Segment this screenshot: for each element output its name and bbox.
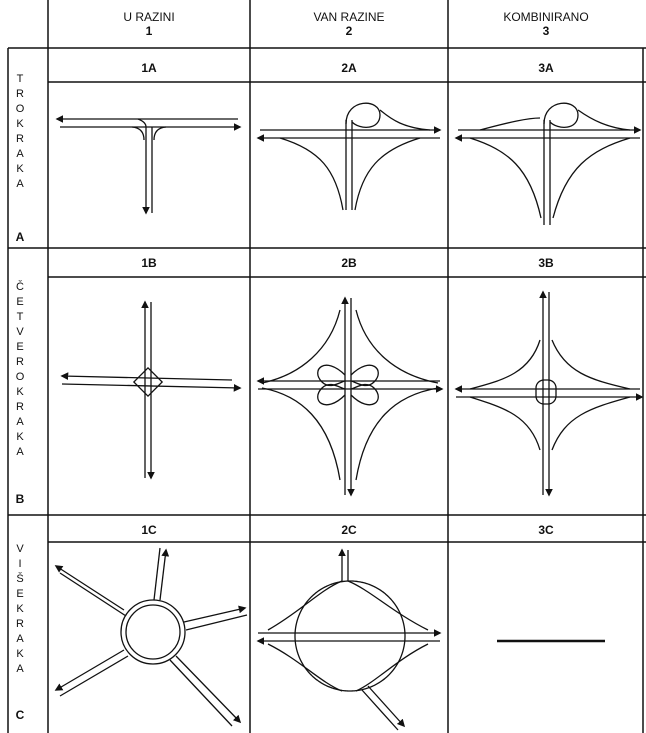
diagram-2c [258, 550, 440, 730]
diagram-3a [456, 103, 640, 225]
diagram-3b [456, 292, 642, 495]
diagram-1b [62, 302, 240, 478]
diagram-1a [57, 119, 240, 213]
diagram-1c [56, 548, 247, 726]
diagram-2b [258, 298, 442, 495]
diagram-2a [258, 103, 440, 210]
